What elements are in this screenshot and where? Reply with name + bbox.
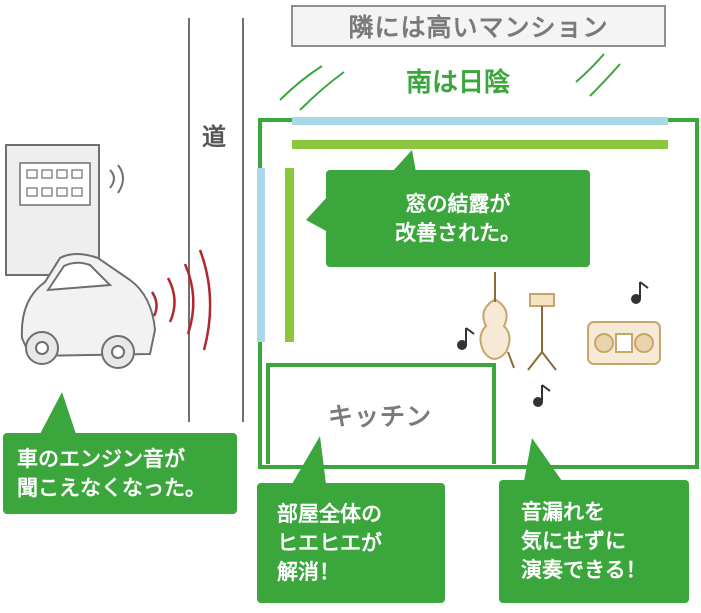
callout-sound-text: 音漏れを 気にせずに 演奏できる！ <box>521 500 647 582</box>
callout-kitchen-text: 部屋全体の ヒエヒエが 解消！ <box>277 501 382 584</box>
inner-window-left <box>285 168 294 342</box>
kitchen-callout-tail <box>292 436 326 484</box>
inner-window-top <box>292 140 668 149</box>
south-shade-label: 南は日陰 <box>405 67 510 98</box>
window-callout-tail <box>392 150 416 172</box>
shade-strokes-right <box>575 53 621 97</box>
kitchen-room <box>266 363 496 464</box>
sound-wave-icon <box>150 249 212 351</box>
window-left <box>257 168 265 342</box>
window-top <box>292 117 668 125</box>
shade-strokes-left <box>279 65 345 111</box>
kitchen-label: キッチン <box>327 402 432 431</box>
road-label: 道 <box>202 122 226 151</box>
callout-sound-leak: 音漏れを 気にせずに 演奏できる！ <box>499 480 689 603</box>
callout-window-text: 窓の結露が 改善された。 <box>395 191 521 245</box>
callout-window-condensation: 窓の結露が 改善された。 <box>326 170 590 267</box>
callout-car-text: 車のエンジン音が 聞こえなくなった。 <box>17 446 206 500</box>
callout-car-noise: 車のエンジン音が 聞こえなくなった。 <box>3 433 237 514</box>
callout-kitchen-chill: 部屋全体の ヒエヒエが 解消！ <box>257 483 445 603</box>
neighbor-building-label: 隣には高いマンション <box>291 5 666 47</box>
music-note-icon <box>457 281 649 407</box>
sound-callout-tail <box>524 438 562 481</box>
apartment-building-icon <box>5 144 124 276</box>
musical-instruments-icon <box>479 272 661 371</box>
car-callout-tail <box>40 392 76 434</box>
car-icon <box>20 253 157 369</box>
window-callout-tail-left <box>306 196 328 232</box>
